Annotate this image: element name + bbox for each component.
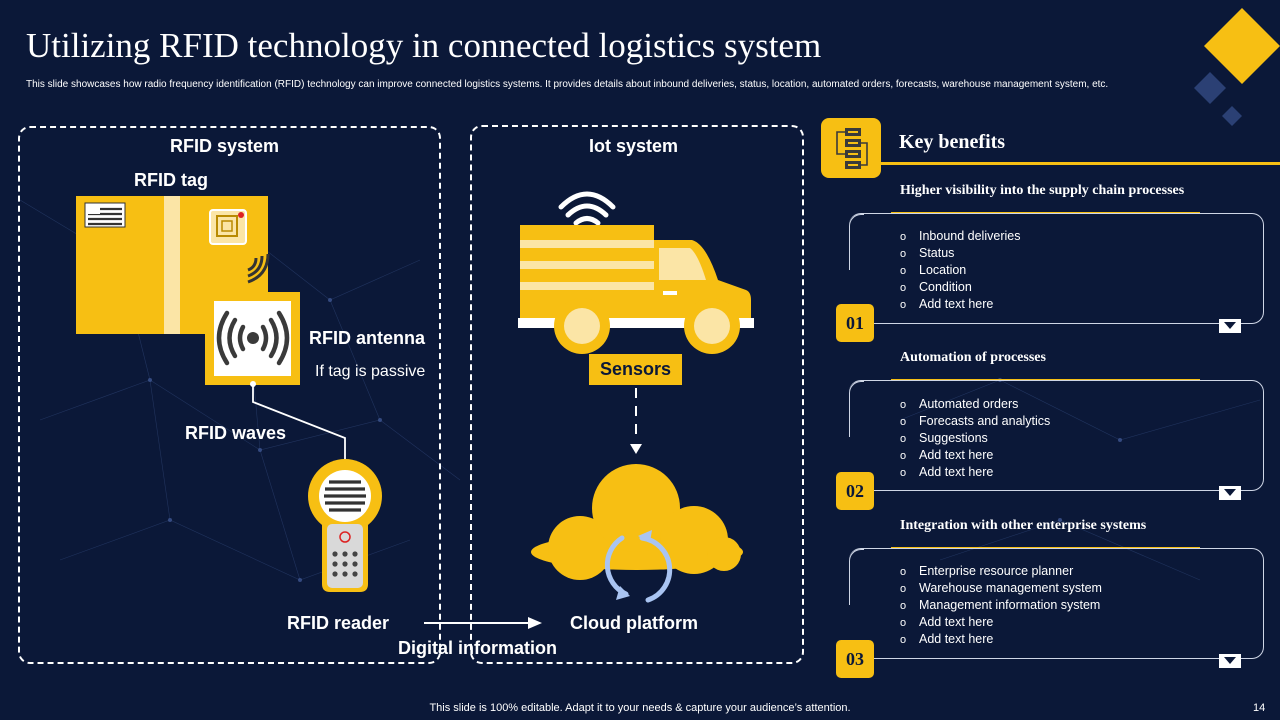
- sensors-to-cloud-arrow: [630, 388, 642, 454]
- rfid-reader-illustration: [308, 459, 382, 592]
- rfid-signal-icon: [216, 310, 290, 366]
- benefit-1-chevron: [1219, 319, 1241, 333]
- chip-icon: [209, 209, 247, 245]
- key-benefits-underline: [881, 162, 1280, 165]
- corner-diamond-decoration: [1194, 8, 1280, 126]
- slide-title: Utilizing RFID technology in connected l…: [26, 26, 822, 65]
- rfid-tag-label: RFID tag: [134, 170, 208, 190]
- benefit-1-number: 01: [836, 304, 874, 342]
- benefit-2-number: 02: [836, 472, 874, 510]
- key-benefits-title: Key benefits: [899, 131, 1006, 153]
- rfid-system-panel: [18, 126, 441, 664]
- benefit-2-box: [849, 380, 1264, 491]
- slide-subtitle: This slide showcases how radio frequency…: [26, 79, 1109, 90]
- benefit-3-chevron: [1219, 654, 1241, 668]
- benefit-1-title: Higher visibility into the supply chain …: [900, 183, 1185, 198]
- rfid-antenna-note: If tag is passive: [315, 363, 426, 380]
- rfid-reader-label: RFID reader: [287, 613, 390, 633]
- wifi-icon: [558, 191, 616, 226]
- chevron-down-icon: [1224, 322, 1236, 329]
- flowchart-icon: [836, 128, 868, 169]
- benefit-3-box: [849, 548, 1264, 659]
- page-number: 14: [1253, 702, 1266, 714]
- tag-signal-icon: [247, 253, 270, 284]
- flag-icon: [84, 202, 126, 228]
- sensors-label: Sensors: [589, 354, 682, 385]
- rfid-antenna-illustration: [205, 292, 300, 385]
- chevron-down-icon: [1224, 657, 1236, 664]
- cloud-platform-label: Cloud platform: [570, 613, 698, 633]
- truck-illustration: [518, 191, 754, 354]
- digital-information-arrow: [424, 617, 542, 629]
- rfid-panel-heading: RFID system: [170, 136, 280, 156]
- digital-information-label: Digital information: [398, 638, 557, 658]
- iot-panel-heading: Iot system: [589, 136, 679, 156]
- iot-system-panel: [470, 125, 804, 664]
- rfid-waves-label: RFID waves: [185, 423, 287, 443]
- benefit-3-title: Integration with other enterprise system…: [900, 518, 1147, 533]
- benefit-2-title: Automation of processes: [900, 350, 1046, 365]
- chevron-down-icon: [1224, 489, 1236, 496]
- antenna-reader-cable: [250, 381, 346, 462]
- sync-icon: [604, 535, 673, 603]
- cloud-icon: [531, 464, 743, 603]
- benefit-1-box: [849, 213, 1264, 324]
- rfid-antenna-label: RFID antenna: [309, 328, 426, 348]
- benefit-2-chevron: [1219, 486, 1241, 500]
- key-benefits-icon-tile: [821, 118, 881, 178]
- benefit-3-number: 03: [836, 640, 874, 678]
- slide-footer: This slide is 100% editable. Adapt it to…: [429, 702, 851, 714]
